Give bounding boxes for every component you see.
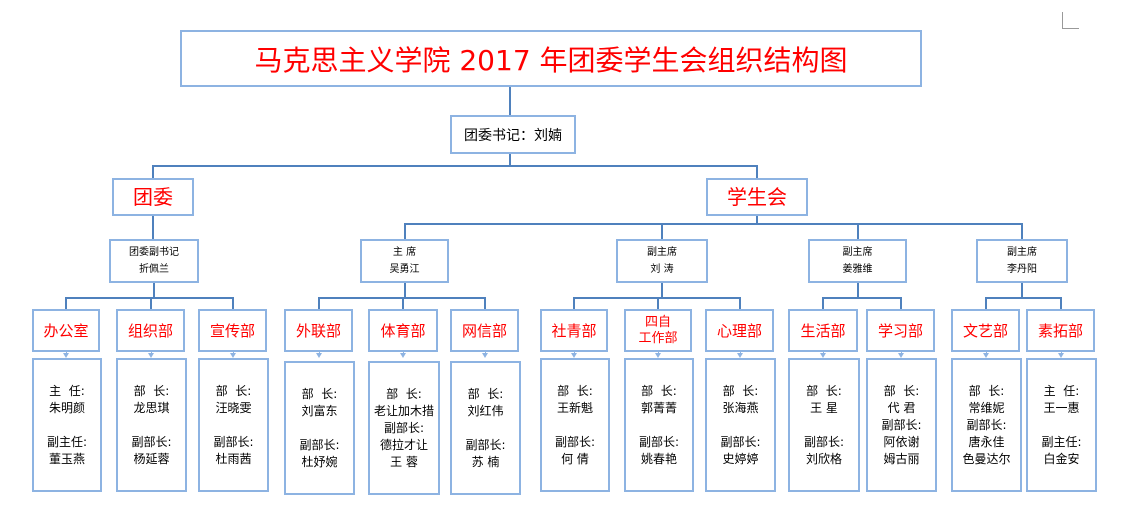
member-box: 主 任: 朱明颜 副主任: 董玉燕	[32, 358, 102, 492]
page-corner-mark	[1062, 12, 1079, 29]
down-arrow-icon	[400, 353, 406, 358]
connector	[152, 216, 154, 239]
connector	[756, 165, 758, 178]
down-arrow-icon	[1057, 353, 1064, 358]
member-box: 部 长: 张海燕 副部长: 史婷婷	[705, 358, 776, 492]
leader-role: 副主席	[647, 247, 677, 258]
department-box: 社青部	[540, 309, 608, 352]
connector	[153, 283, 155, 298]
leader-role: 团委副书记	[129, 247, 179, 258]
connector	[661, 223, 663, 239]
department-box: 宣传部	[198, 309, 267, 352]
leader-box: 团委副书记折佩兰	[109, 239, 199, 283]
down-arrow-icon	[655, 353, 661, 358]
down-arrow-icon	[229, 353, 236, 358]
connector	[317, 297, 320, 309]
department-box: 文艺部	[951, 309, 1020, 352]
leader-box: 副主席刘 涛	[616, 239, 708, 283]
leader-role: 主 席	[392, 247, 417, 258]
down-arrow-icon	[571, 353, 577, 358]
down-arrow-icon	[315, 353, 322, 358]
connector	[317, 297, 486, 299]
connector	[573, 297, 575, 309]
connector	[822, 297, 902, 299]
leader-box: 主 席吴勇江	[360, 239, 449, 283]
leader-box: 副主席姜雅维	[808, 239, 907, 283]
branch-tuanwei: 团委	[112, 178, 194, 216]
down-arrow-icon	[63, 353, 69, 358]
member-box: 部 长: 汪晓雯 副部长: 杜雨茜	[198, 358, 269, 492]
connector	[984, 297, 1062, 299]
department-box: 四自 工作部	[624, 309, 692, 352]
connector	[152, 165, 154, 178]
member-box: 部 长: 刘富东 副部长: 杜妤婉	[284, 361, 355, 495]
connector	[403, 283, 406, 298]
down-arrow-icon	[147, 353, 154, 358]
connector	[738, 297, 741, 309]
connector	[402, 297, 404, 309]
connector	[856, 283, 859, 298]
connector	[404, 223, 1022, 225]
branch-student-union: 学生会	[706, 178, 808, 216]
connector	[899, 297, 902, 309]
department-box: 网信部	[450, 309, 519, 352]
connector	[657, 297, 659, 309]
member-box: 部 长: 王 星 副部长: 刘欣格	[788, 358, 860, 492]
member-box: 部 长: 郭菁菁 副部长: 姚春艳	[624, 358, 694, 492]
connector	[984, 297, 987, 309]
department-box: 外联部	[284, 309, 353, 352]
connector	[231, 297, 234, 309]
department-box: 心理部	[705, 309, 774, 352]
department-box: 学习部	[866, 309, 935, 352]
department-box: 生活部	[788, 309, 858, 352]
down-arrow-icon	[897, 353, 904, 358]
connector	[483, 297, 486, 309]
down-arrow-icon	[736, 353, 743, 358]
leader-role: 副主席	[842, 247, 873, 258]
connector	[1059, 297, 1062, 309]
member-box: 部 长: 王新魁 副部长: 何 倩	[540, 358, 610, 492]
connector	[1021, 283, 1023, 298]
connector	[152, 165, 757, 167]
connector	[1021, 223, 1023, 239]
down-arrow-icon	[481, 353, 488, 358]
down-arrow-icon	[982, 353, 989, 358]
connector	[65, 297, 67, 309]
leader-name: 姜雅维	[842, 264, 873, 275]
connector	[403, 223, 406, 239]
leader-name: 李丹阳	[1007, 264, 1037, 275]
department-box: 体育部	[368, 309, 438, 352]
member-box: 主 任: 王一惠 副主任: 白金安	[1026, 358, 1097, 492]
member-box: 部 长: 龙思琪 副部长: 杨延蓉	[116, 358, 187, 492]
connector	[149, 297, 152, 309]
connector	[661, 283, 663, 298]
leader-name: 吴勇江	[389, 264, 420, 275]
connector	[822, 297, 824, 309]
leader-name: 折佩兰	[139, 264, 169, 275]
connector	[756, 216, 758, 224]
connector	[509, 87, 511, 115]
leader-name: 刘 涛	[650, 264, 674, 275]
chart-title: 马克思主义学院 2017 年团委学生会组织结构图	[180, 30, 922, 87]
leader-box: 副主席李丹阳	[976, 239, 1068, 283]
member-box: 部 长: 老让加木措 副部长: 德拉才让 王 蓉	[368, 361, 440, 495]
member-box: 部 长: 常维妮 副部长: 唐永佳 色曼达尔	[951, 358, 1022, 492]
secretary-box: 团委书记：刘婻	[450, 115, 576, 154]
member-box: 部 长: 刘红伟 副部长: 苏 楠	[450, 361, 521, 495]
connector	[573, 297, 741, 299]
member-box: 部 长: 代 君 副部长: 阿依谢 姆古丽	[866, 358, 937, 492]
connector	[65, 297, 234, 299]
down-arrow-icon	[820, 353, 826, 358]
leader-role: 副主席	[1007, 247, 1037, 258]
department-box: 素拓部	[1026, 309, 1095, 352]
connector	[509, 154, 511, 166]
connector	[856, 223, 859, 239]
department-box: 办公室	[32, 309, 100, 352]
department-box: 组织部	[116, 309, 185, 352]
